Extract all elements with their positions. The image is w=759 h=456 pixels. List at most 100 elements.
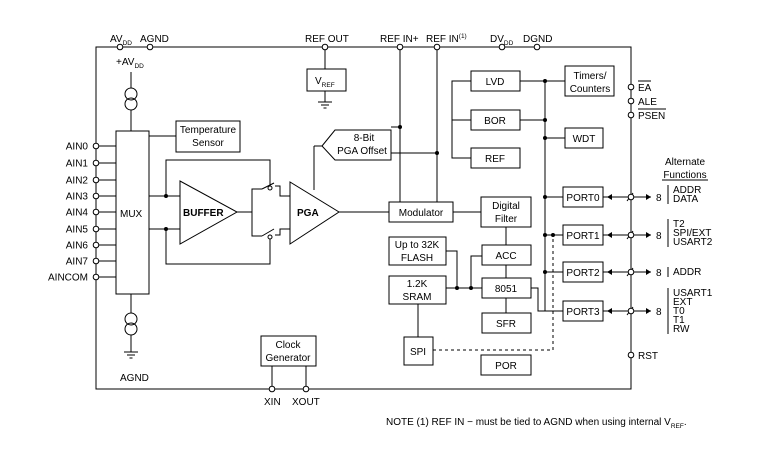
sram-label-2: SRAM <box>403 292 432 303</box>
pin-rst <box>627 351 635 359</box>
ref-in-minus-label: REF IN <box>426 34 459 45</box>
chip-outline <box>95 46 632 390</box>
plus-avdd-label: +AV <box>116 57 135 68</box>
ref-label: REF <box>485 154 505 165</box>
timers-block <box>564 65 615 97</box>
port3-pin <box>627 307 635 315</box>
ain-pin <box>92 192 100 200</box>
ain-label: AIN6 <box>66 241 89 252</box>
ain-label: AIN5 <box>66 225 89 236</box>
port1-width: 8 <box>656 231 662 242</box>
ain-pin <box>92 208 100 216</box>
pga-label: PGA <box>297 208 319 219</box>
port0-function-label: DATA <box>673 194 699 205</box>
port0-pin <box>627 193 635 201</box>
port3-function-label: USART1 <box>673 288 713 299</box>
ain-pin <box>92 273 100 281</box>
pga-offset-label-2: PGA Offset <box>337 146 387 157</box>
ref-in-plus-label: REF IN+ <box>380 34 419 45</box>
wdt-label: WDT <box>573 134 596 145</box>
port0-width: 8 <box>656 193 662 204</box>
flash-label-2: FLASH <box>401 253 433 264</box>
ain-pin <box>92 257 100 265</box>
clock-label-1: Clock <box>275 340 301 351</box>
pin-ea <box>627 83 635 91</box>
pin-avdd <box>116 43 124 51</box>
vref-block <box>306 68 347 92</box>
digital-filter-label-2: Filter <box>495 214 518 225</box>
arrow-left-icon <box>607 232 612 238</box>
sram-label-1: 1.2K <box>407 279 428 290</box>
ain-pin <box>92 225 100 233</box>
acc-label: ACC <box>495 251 516 262</box>
pin-ale <box>627 97 635 105</box>
arrow-left-icon <box>607 308 612 314</box>
current-sources: +AVDD AGND <box>116 57 149 384</box>
mux-label: MUX <box>120 209 143 220</box>
port1-pin <box>627 231 635 239</box>
arrow-right-icon <box>646 308 651 314</box>
svg-text:+AVDD: +AVDD <box>116 57 144 70</box>
dvdd-label: DV <box>490 34 504 45</box>
svg-text:REF IN(1): REF IN(1) <box>426 33 467 45</box>
pga-offset-label-1: 8-Bit <box>354 133 375 144</box>
current-source-top-upper <box>124 87 138 101</box>
xout-label: XOUT <box>292 397 320 408</box>
port3-function-label: T0 <box>673 306 685 317</box>
digital-filter-block <box>480 196 532 228</box>
rst-label: RST <box>638 351 658 362</box>
ain-label: AIN4 <box>66 208 89 219</box>
footnote: NOTE (1) REF IN − must be tied to AGND w… <box>386 417 687 430</box>
footnote-text: NOTE (1) REF IN − must be tied to AGND w… <box>386 417 671 428</box>
pin-xout <box>302 385 310 393</box>
psen-label: PSEN <box>638 111 665 122</box>
arrow-left-icon <box>607 269 612 275</box>
plus-avdd-sub: DD <box>134 63 144 70</box>
por-label: POR <box>495 361 517 372</box>
vref-label: V <box>315 76 322 87</box>
pin-psen <box>627 111 635 119</box>
temp-sensor-label-2: Sensor <box>192 138 224 149</box>
port3-function-label: T1 <box>673 315 685 326</box>
pin-dvdd <box>498 43 506 51</box>
switch-lower <box>261 228 275 237</box>
agnd-top-label: AGND <box>140 34 169 45</box>
port2-pin <box>627 268 635 276</box>
ain-label: AIN2 <box>66 176 89 187</box>
alternate-label-1: Alternate <box>665 157 705 168</box>
ain-label: AIN3 <box>66 192 89 203</box>
clock-label-2: Generator <box>265 353 311 364</box>
port1-label: PORT1 <box>566 231 600 242</box>
timers-label-1: Timers/ <box>574 71 607 82</box>
port0-function-label: ADDR <box>673 185 701 196</box>
port3-function-label: RW <box>673 324 690 335</box>
temp-sensor-block <box>175 120 241 153</box>
por-block <box>480 354 532 376</box>
dvdd-sub: DD <box>504 40 514 47</box>
cpu-8051-label: 8051 <box>495 284 518 295</box>
port0-label: PORT0 <box>566 193 600 204</box>
timers-label-2: Counters <box>570 84 611 95</box>
spi-dashed-link <box>433 235 554 351</box>
digital-filter-label-1: Digital <box>492 201 520 212</box>
pin-agnd-top <box>146 43 154 51</box>
flash-label-1: Up to 32K <box>395 240 440 251</box>
modulator-label: Modulator <box>399 208 444 219</box>
vref-sub: REF <box>322 82 335 89</box>
switch-upper <box>261 182 275 190</box>
svg-text:VREF: VREF <box>315 76 335 89</box>
pin-ref-in-minus <box>433 43 441 51</box>
flash-block <box>388 236 447 266</box>
ref-in-note-mark: (1) <box>459 33 467 40</box>
port2-width: 8 <box>656 268 662 279</box>
port2-function-label: ADDR <box>673 267 701 278</box>
svg-text:AVDD: AVDD <box>110 34 132 47</box>
temp-sensor-label-1: Temperature <box>180 125 237 136</box>
buffer-amplifier <box>179 180 239 245</box>
spi-block <box>403 336 434 366</box>
ain-pin <box>92 159 100 167</box>
clock-generator-block <box>260 335 317 367</box>
